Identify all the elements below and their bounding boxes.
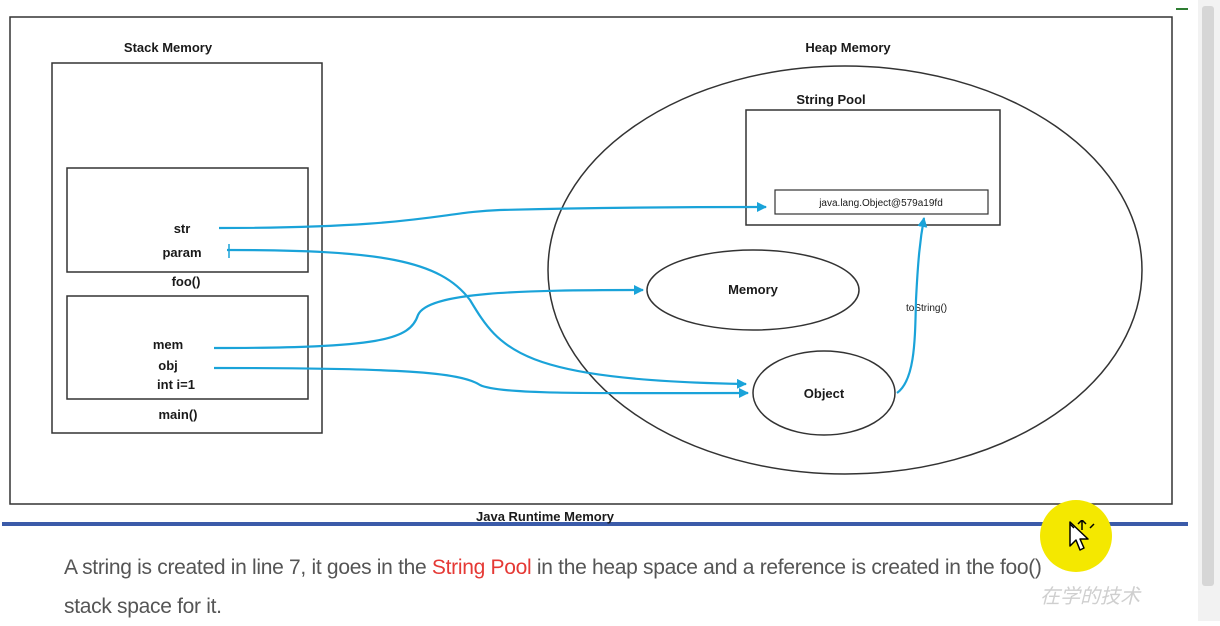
object-object-ellipse [752,350,896,436]
runtime-label: Java Runtime Memory [476,509,615,524]
caption-before: A string is created in line 7, it goes i… [64,556,432,579]
vertical-scrollbar[interactable] [1198,0,1220,621]
string-pool-title: String Pool [796,92,865,107]
caption-text: A string is created in line 7, it goes i… [64,548,1064,626]
string-pool-entry-box [774,189,989,215]
main-frame-label: main() [159,407,198,422]
arrow-obj-to-object [213,366,749,399]
caption-after: in the heap space and a reference is cre… [64,556,1042,618]
tostring-label: toString() [906,303,947,314]
string-pool-box [745,109,1001,226]
string-pool-entry: java.lang.Object@579a19fd [818,198,943,209]
heap-memory-title: Heap Memory [805,40,891,55]
move-cursor-icon [1069,520,1095,551]
foo-frame-box [66,167,309,273]
foo-var-str: str [174,221,191,236]
arrow-mem-to-memory [213,285,644,350]
memory-object-label: Memory [728,282,779,297]
main-var-obj: obj [158,358,178,373]
arrow-object-to-string-pool [896,217,928,394]
corner-mark [1176,8,1188,10]
stack-memory-title: Stack Memory [124,40,213,55]
scrollbar-thumb[interactable] [1202,6,1214,586]
stack-memory-box [51,62,323,434]
main-var-mem: mem [153,337,183,352]
java-runtime-memory-frame [9,16,1173,505]
arrow-param-to-object [226,248,747,389]
foo-frame-label: foo() [172,274,201,289]
memory-object-ellipse [646,249,860,331]
watermark: 在学的技术 [1040,584,1140,608]
arrow-str-to-string-pool [218,202,767,230]
main-var-int: int i=1 [157,377,195,392]
object-object-label: Object [804,386,845,401]
caption-highlight: String Pool [431,556,532,579]
foo-var-param: param [162,245,201,260]
heap-memory-ellipse [547,65,1143,475]
